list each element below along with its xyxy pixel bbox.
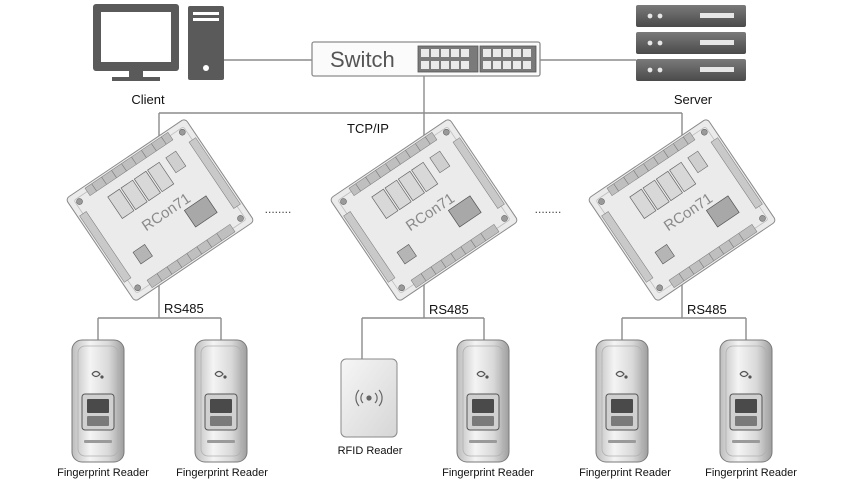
- reader-label-rfid: RFID Reader: [338, 445, 403, 457]
- network-wiring: [97, 59, 747, 360]
- reader-label-2: Fingerprint Reader: [176, 467, 268, 479]
- fingerprint-reader-4: [595, 339, 649, 463]
- reader-label-5: Fingerprint Reader: [705, 467, 797, 479]
- client-label: Client: [131, 92, 165, 107]
- controller-board-1: RCon71: [65, 117, 255, 303]
- fingerprint-reader-1: [71, 339, 125, 463]
- fingerprint-reader-5: [719, 339, 773, 463]
- controller-board-3: RCon71: [587, 117, 777, 303]
- rfid-reader: [340, 358, 398, 438]
- rs485-label-1: RS485: [164, 301, 204, 316]
- server-rack-icon: [636, 5, 746, 81]
- rs485-label-3: RS485: [687, 302, 727, 317]
- tcpip-label: TCP/IP: [347, 121, 389, 136]
- client-computer-icon: [93, 4, 224, 81]
- rs485-label-2: RS485: [429, 302, 469, 317]
- rfid-wave-icon: [355, 389, 383, 407]
- reader-label-4: Fingerprint Reader: [579, 467, 671, 479]
- controller-board-2: RCon71: [329, 117, 519, 303]
- reader-label-3: Fingerprint Reader: [442, 467, 534, 479]
- ellipsis-1: ........: [265, 202, 292, 216]
- fingerprint-reader-3: [456, 339, 510, 463]
- ellipsis-2: ........: [535, 202, 562, 216]
- network-switch: Switch: [311, 41, 541, 77]
- fingerprint-reader-2: [194, 339, 248, 463]
- switch-label: Switch: [330, 47, 395, 72]
- reader-label-1: Fingerprint Reader: [57, 467, 149, 479]
- switch-ports-icon: [417, 45, 537, 73]
- server-label: Server: [674, 92, 713, 107]
